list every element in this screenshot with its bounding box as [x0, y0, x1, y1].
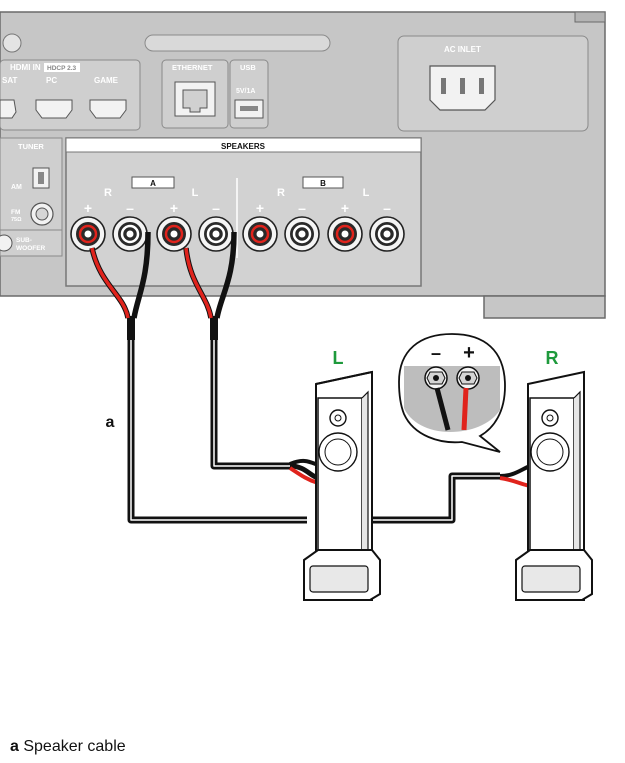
hdmi-port-pc [35, 99, 73, 119]
usb-label: USB [240, 63, 256, 72]
tuner-section: TUNER AM FM 75Ω [0, 137, 63, 231]
zone-b-channel-l: L [363, 187, 370, 199]
hdmi-port-sat [0, 99, 17, 119]
speaker-cable-right-run [368, 464, 531, 524]
binding-post-1 [70, 216, 106, 252]
subwoofer-section: SUB- WOOFER [0, 229, 63, 257]
usb-rating: 5V/1A [236, 88, 255, 95]
callout-plus-sign: + [463, 342, 475, 364]
hdmi-port-game [89, 99, 127, 119]
left-speaker-tweeter [329, 409, 347, 427]
terminal-sign-1: + [84, 200, 92, 216]
zone-b-channel-r: R [277, 187, 285, 199]
fm-label: FM [11, 209, 20, 216]
hdmi-port-label-game: GAME [94, 76, 119, 85]
speaker-cable-right [89, 231, 307, 524]
right-speaker-label: R [546, 348, 559, 368]
legend-caption: a Speaker cable [10, 738, 126, 756]
hdmi-input-section: HDMI IN HDCP 2.3 SAT PC GAME [0, 59, 141, 131]
legend-letter: a [10, 738, 19, 755]
right-speaker [515, 370, 593, 601]
terminal-sign-8: – [383, 200, 391, 216]
zone-a-box [131, 176, 175, 189]
antenna-rod [144, 34, 331, 52]
tuner-label: TUNER [18, 142, 44, 151]
zone-a-channel-r: R [104, 187, 112, 199]
zone-a-label: A [150, 179, 156, 188]
hdmi-port-label-sat: SAT [2, 76, 18, 85]
binding-post-8 [369, 216, 405, 252]
ac-inlet-label: AC INLET [444, 45, 481, 54]
usb-section: USB 5V/1A [229, 59, 269, 129]
terminal-sign-2: – [126, 200, 134, 216]
binding-post-4 [198, 216, 234, 252]
legend-text: Speaker cable [23, 738, 126, 755]
terminal-sign-4: – [212, 200, 220, 216]
ethernet-section: ETHERNET [161, 59, 229, 129]
terminal-sign-3: + [170, 200, 178, 216]
subwoofer-label-line1: SUB- [16, 237, 32, 244]
terminal-callout: – + [398, 333, 506, 453]
left-speaker-label: L [333, 348, 344, 368]
binding-post-6 [284, 216, 320, 252]
fm-ohm-label: 75Ω [11, 217, 22, 223]
cable-label-a: a [106, 414, 115, 431]
ac-inlet-section: AC INLET [397, 35, 589, 132]
terminal-sign-7: + [341, 200, 349, 216]
zone-a-channel-l: L [192, 187, 199, 199]
speakers-terminal-block: SPEAKERS A B R L R L + – + – + – + – [65, 137, 422, 287]
terminal-sign-6: – [298, 200, 306, 216]
ethernet-label: ETHERNET [172, 63, 213, 72]
hdmi-in-label: HDMI IN [10, 63, 41, 72]
subwoofer-jack [0, 234, 13, 252]
binding-post-3 [156, 216, 192, 252]
left-speaker [303, 370, 381, 601]
callout-minus-sign: – [431, 343, 441, 363]
speakers-label: SPEAKERS [221, 142, 266, 151]
zone-b-box [302, 176, 344, 189]
zone-b-label: B [320, 179, 326, 188]
binding-post-2 [112, 216, 148, 252]
am-label: AM [11, 184, 22, 191]
subwoofer-label-line2: WOOFER [16, 245, 46, 252]
right-speaker-tweeter [541, 409, 559, 427]
binding-post-5 [242, 216, 278, 252]
binding-post-7 [327, 216, 363, 252]
hdmi-port-label-pc: PC [46, 76, 57, 85]
hdcp-label: HDCP 2.3 [47, 65, 77, 72]
terminal-sign-5: + [256, 200, 264, 216]
